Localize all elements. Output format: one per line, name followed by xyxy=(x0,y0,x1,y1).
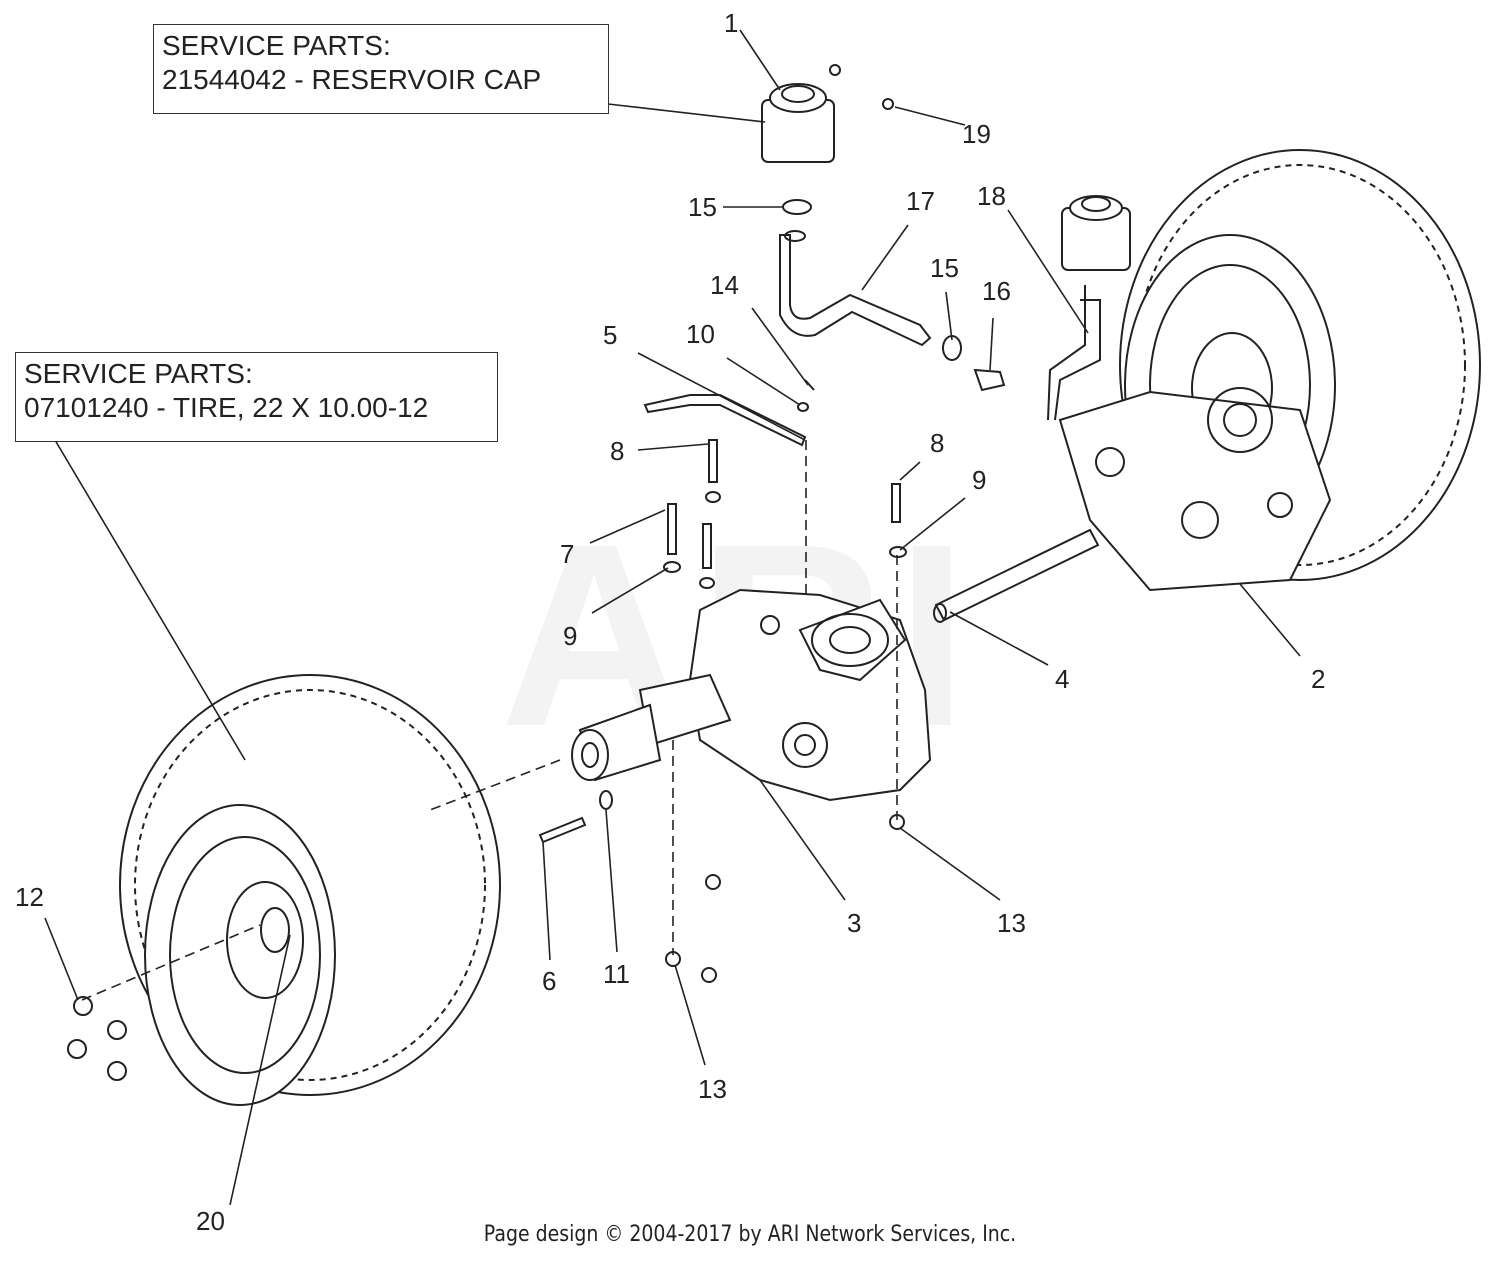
callout-14: 14 xyxy=(710,270,739,300)
callout-12: 12 xyxy=(15,882,44,912)
washer-10 xyxy=(797,402,809,412)
service-parts-heading: SERVICE PARTS: xyxy=(24,358,253,389)
callout-5: 5 xyxy=(603,320,617,350)
callout-16: 16 xyxy=(982,276,1011,306)
nut-small-a xyxy=(705,874,721,890)
callout-7: 7 xyxy=(560,539,574,569)
callout-20: 20 xyxy=(196,1206,225,1236)
callout-2: 2 xyxy=(1311,664,1325,694)
alignment-lines xyxy=(81,440,898,1001)
fitting-16 xyxy=(973,368,1006,392)
reservoir-1 xyxy=(761,83,835,163)
callout-9a: 9 xyxy=(563,621,577,651)
callout-19: 19 xyxy=(962,119,991,149)
bolt-7b xyxy=(702,523,712,569)
left-wheel xyxy=(119,674,501,1106)
callout-15a: 15 xyxy=(688,192,717,222)
washer-9a xyxy=(663,561,681,573)
service-parts-box-tire: SERVICE PARTS: 07101240 - TIRE, 22 X 10.… xyxy=(15,352,498,442)
callout-4: 4 xyxy=(1055,664,1069,694)
callout-13b: 13 xyxy=(698,1074,727,1104)
screw-19 xyxy=(882,98,894,110)
copyright-footer: Page design © 2004-2017 by ARI Network S… xyxy=(483,1222,1017,1247)
connecting-shaft xyxy=(933,528,1100,623)
service-parts-heading: SERVICE PARTS: xyxy=(162,30,391,61)
nut-small-b xyxy=(701,967,717,983)
callout-9b: 9 xyxy=(972,465,986,495)
hose-17 xyxy=(779,230,932,347)
service-parts-line: 07101240 - TIRE, 22 X 10.00-12 xyxy=(24,392,429,423)
washer-9b xyxy=(889,546,907,558)
leader-lines xyxy=(44,29,1301,1206)
rod-5 xyxy=(643,394,807,447)
callout-labels: 1 19 15 17 18 15 16 14 10 5 8 8 9 7 9 4 … xyxy=(15,8,1325,1236)
bolt-8a xyxy=(708,439,718,483)
callout-15b: 15 xyxy=(930,253,959,283)
hose-clamp-15a xyxy=(782,199,812,215)
washer-top xyxy=(705,491,721,503)
center-transaxle xyxy=(571,588,932,802)
callout-8a: 8 xyxy=(610,436,624,466)
callout-1: 1 xyxy=(724,8,738,38)
callout-17: 17 xyxy=(906,186,935,216)
bolt-8b xyxy=(891,483,901,523)
callout-10: 10 xyxy=(686,319,715,349)
service-parts-box-reservoir: SERVICE PARTS: 21544042 - RESERVOIR CAP xyxy=(153,24,609,114)
callout-3: 3 xyxy=(847,908,861,938)
washer-11 xyxy=(599,790,613,810)
service-parts-line: 21544042 - RESERVOIR CAP xyxy=(162,64,542,95)
bolt-6 xyxy=(538,816,587,844)
lug-nuts-12 xyxy=(67,996,127,1081)
callout-13a: 13 xyxy=(997,908,1026,938)
right-transaxle xyxy=(1047,285,1332,592)
callout-11: 11 xyxy=(603,959,630,989)
bolt-7a xyxy=(667,503,677,555)
washer-low xyxy=(699,577,715,589)
callout-18: 18 xyxy=(977,181,1006,211)
callout-6: 6 xyxy=(542,966,556,996)
callout-8b: 8 xyxy=(930,428,944,458)
screw-top xyxy=(829,64,841,76)
reservoir-right xyxy=(1061,195,1131,271)
